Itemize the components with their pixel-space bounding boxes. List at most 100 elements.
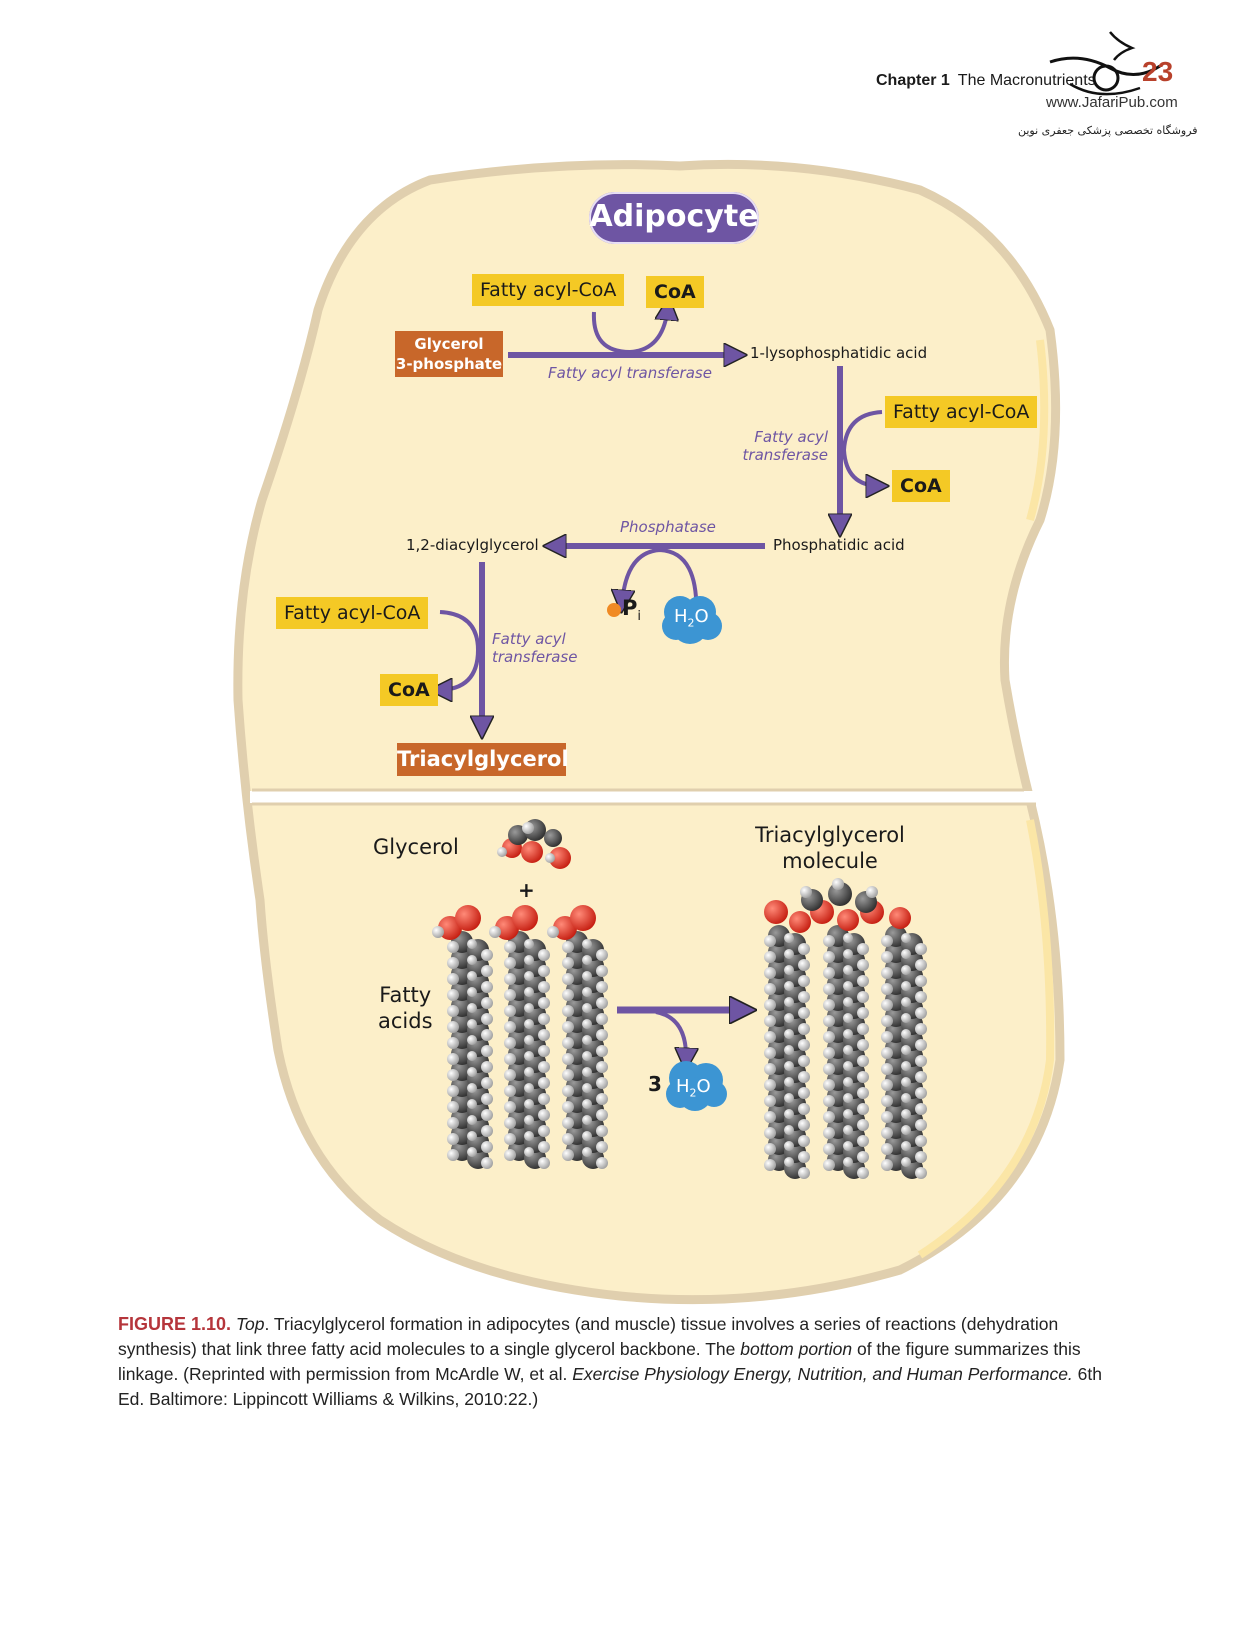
tag-chain-2-hydrogen-atom [857, 991, 869, 1003]
carboxyl-oxygen-atom [570, 905, 596, 931]
triacylglycerol-box: Triacylglycerol [397, 743, 569, 776]
tag-chain-2-hydrogen-atom [857, 1135, 869, 1147]
fatty-acid-1-hydrogen-atom [447, 941, 459, 953]
tag-chain-2-hydrogen-atom [857, 1007, 869, 1019]
fatty-acid-1-hydrogen-atom [467, 1099, 477, 1109]
tag-chain-2-hydrogen-atom [823, 999, 835, 1011]
product-diacylglycerol: 1,2-diacylglycerol [406, 536, 539, 554]
tag-chain-1-hydrogen-atom [784, 933, 794, 943]
section-divider [250, 791, 1040, 803]
tag-chain-1-hydrogen-atom [764, 983, 776, 995]
fatty-acid-3-hydrogen-atom [596, 949, 608, 961]
fatty-acid-3-hydrogen-atom [596, 1077, 608, 1089]
tag-chain-1-hydrogen-atom [798, 1007, 810, 1019]
fatty-acid-1-hydrogen-atom [481, 1029, 493, 1041]
tag-chain-2-hydrogen-atom [857, 1039, 869, 1051]
caption-bottom-label: bottom portion [740, 1339, 853, 1359]
glycerol-3-phosphate-line1: Glycerol [414, 335, 484, 353]
fatty-acid-1-hydrogen-atom [467, 1115, 477, 1125]
caption-book-title: Exercise Physiology Energy, Nutrition, a… [572, 1364, 1073, 1384]
fatty-acid-2-hydrogen-atom [524, 1083, 534, 1093]
water-release-loop [655, 1010, 686, 1062]
tag-oxygen-atom [764, 900, 788, 924]
fatty-acids-line2: acids [378, 1009, 433, 1033]
product-line1: Triacylglycerol [755, 823, 905, 847]
fatty-acid-2-hydrogen-atom [538, 997, 550, 1009]
fatty-acid-2-hydrogen-atom [538, 1125, 550, 1137]
fatty-acid-3-hydrogen-atom [562, 1021, 574, 1033]
fatty-acyl-coa-box: Fatty acyl-CoA [276, 597, 429, 629]
tag-chain-2-hydrogen-atom [843, 1109, 853, 1119]
glycerol-hydrogen-atom [545, 853, 555, 863]
fatty-acid-1-hydrogen-atom [447, 1085, 459, 1097]
tag-chain-1-hydrogen-atom [798, 975, 810, 987]
fatty-acid-3-hydrogen-atom [582, 939, 592, 949]
fatty-acid-1-hydrogen-atom [467, 971, 477, 981]
tag-chain-3-hydrogen-atom [881, 1047, 893, 1059]
fatty-acid-1-hydrogen-atom [481, 997, 493, 1009]
tag-chain-2-hydrogen-atom [843, 949, 853, 959]
fatty-acid-1-hydrogen-atom [467, 955, 477, 965]
fatty-acid-2-hydrogen-atom [524, 1067, 534, 1077]
tag-chain-1-hydrogen-atom [798, 943, 810, 955]
fatty-acid-2-hydrogen-atom [524, 1147, 534, 1157]
tag-hydrogen-atom [866, 886, 878, 898]
tag-chain-3-hydrogen-atom [881, 1031, 893, 1043]
fatty-acyl-coa-box: Fatty acyl-CoA [472, 274, 625, 306]
fatty-acid-3-hydrogen-atom [582, 1131, 592, 1141]
water-label: H2O [674, 606, 709, 630]
enzyme-label-line1: Fatty acyl [754, 428, 828, 446]
glycerol-hydrogen-atom [497, 847, 507, 857]
tag-oxygen-atom [837, 909, 859, 931]
tag-chain-3-hydrogen-atom [915, 943, 927, 955]
tag-chain-3-hydrogen-atom [881, 1143, 893, 1155]
fatty-acid-1-hydrogen-atom [467, 1083, 477, 1093]
tag-chain-2-hydrogen-atom [843, 1157, 853, 1167]
tag-chain-2-hydrogen-atom [823, 983, 835, 995]
fatty-acid-1-hydrogen-atom [447, 1037, 459, 1049]
fatty-acids-label: Fatty acids [378, 982, 433, 1034]
enzyme-label-step4: Fatty acyl transferase [492, 630, 577, 666]
fatty-acid-3-hydrogen-atom [582, 955, 592, 965]
tag-chain-3-hydrogen-atom [901, 1109, 911, 1119]
watermark-text: فروشگاه تخصصی پزشکی جعفری نوین [1018, 124, 1198, 137]
fatty-acid-2-hydrogen-atom [538, 1093, 550, 1105]
fatty-acid-3-hydrogen-atom [582, 1147, 592, 1157]
chapter-title: The Macronutrients [957, 72, 1096, 89]
tag-chain-2-hydrogen-atom [843, 1013, 853, 1023]
tag-chain-1-hydrogen-atom [784, 1077, 794, 1087]
tag-chain-3-hydrogen-atom [915, 1119, 927, 1131]
carboxyl-hydrogen-atom [489, 926, 501, 938]
tag-chain-1-hydrogen-atom [784, 1061, 794, 1071]
fatty-acid-2-hydrogen-atom [504, 1085, 516, 1097]
tag-chain-1-hydrogen-atom [764, 999, 776, 1011]
fatty-acid-1-hydrogen-atom [481, 1157, 493, 1169]
tag-chain-3-hydrogen-atom [915, 1087, 927, 1099]
carboxyl-oxygen-atom [512, 905, 538, 931]
tag-chain-1-hydrogen-atom [784, 1013, 794, 1023]
coa-box: CoA [892, 470, 950, 502]
tag-chain-3-hydrogen-atom [915, 991, 927, 1003]
tag-chain-1-hydrogen-atom [798, 1103, 810, 1115]
fatty-acid-3-hydrogen-atom [596, 997, 608, 1009]
tag-chain-2-hydrogen-atom [843, 1093, 853, 1103]
fatty-acid-2-hydrogen-atom [524, 1131, 534, 1141]
fatty-acid-2-hydrogen-atom [504, 1069, 516, 1081]
fatty-acid-1-hydrogen-atom [467, 1051, 477, 1061]
pi-subscript: i [637, 609, 642, 625]
fatty-acid-2-hydrogen-atom [504, 941, 516, 953]
tag-chain-2-hydrogen-atom [823, 1159, 835, 1171]
fatty-acid-2-hydrogen-atom [504, 1101, 516, 1113]
tag-chain-1-hydrogen-atom [784, 1029, 794, 1039]
fatty-acid-2-hydrogen-atom [538, 1045, 550, 1057]
tag-chain-2-hydrogen-atom [857, 1119, 869, 1131]
tag-chain-3-hydrogen-atom [901, 1141, 911, 1151]
fatty-acid-2-hydrogen-atom [524, 1035, 534, 1045]
fatty-acid-2-hydrogen-atom [524, 987, 534, 997]
tag-chain-2-hydrogen-atom [823, 951, 835, 963]
tag-chain-2-hydrogen-atom [857, 975, 869, 987]
fatty-acid-3-hydrogen-atom [596, 1141, 608, 1153]
tag-chain-3-hydrogen-atom [901, 1077, 911, 1087]
fatty-acid-1-hydrogen-atom [481, 1045, 493, 1057]
